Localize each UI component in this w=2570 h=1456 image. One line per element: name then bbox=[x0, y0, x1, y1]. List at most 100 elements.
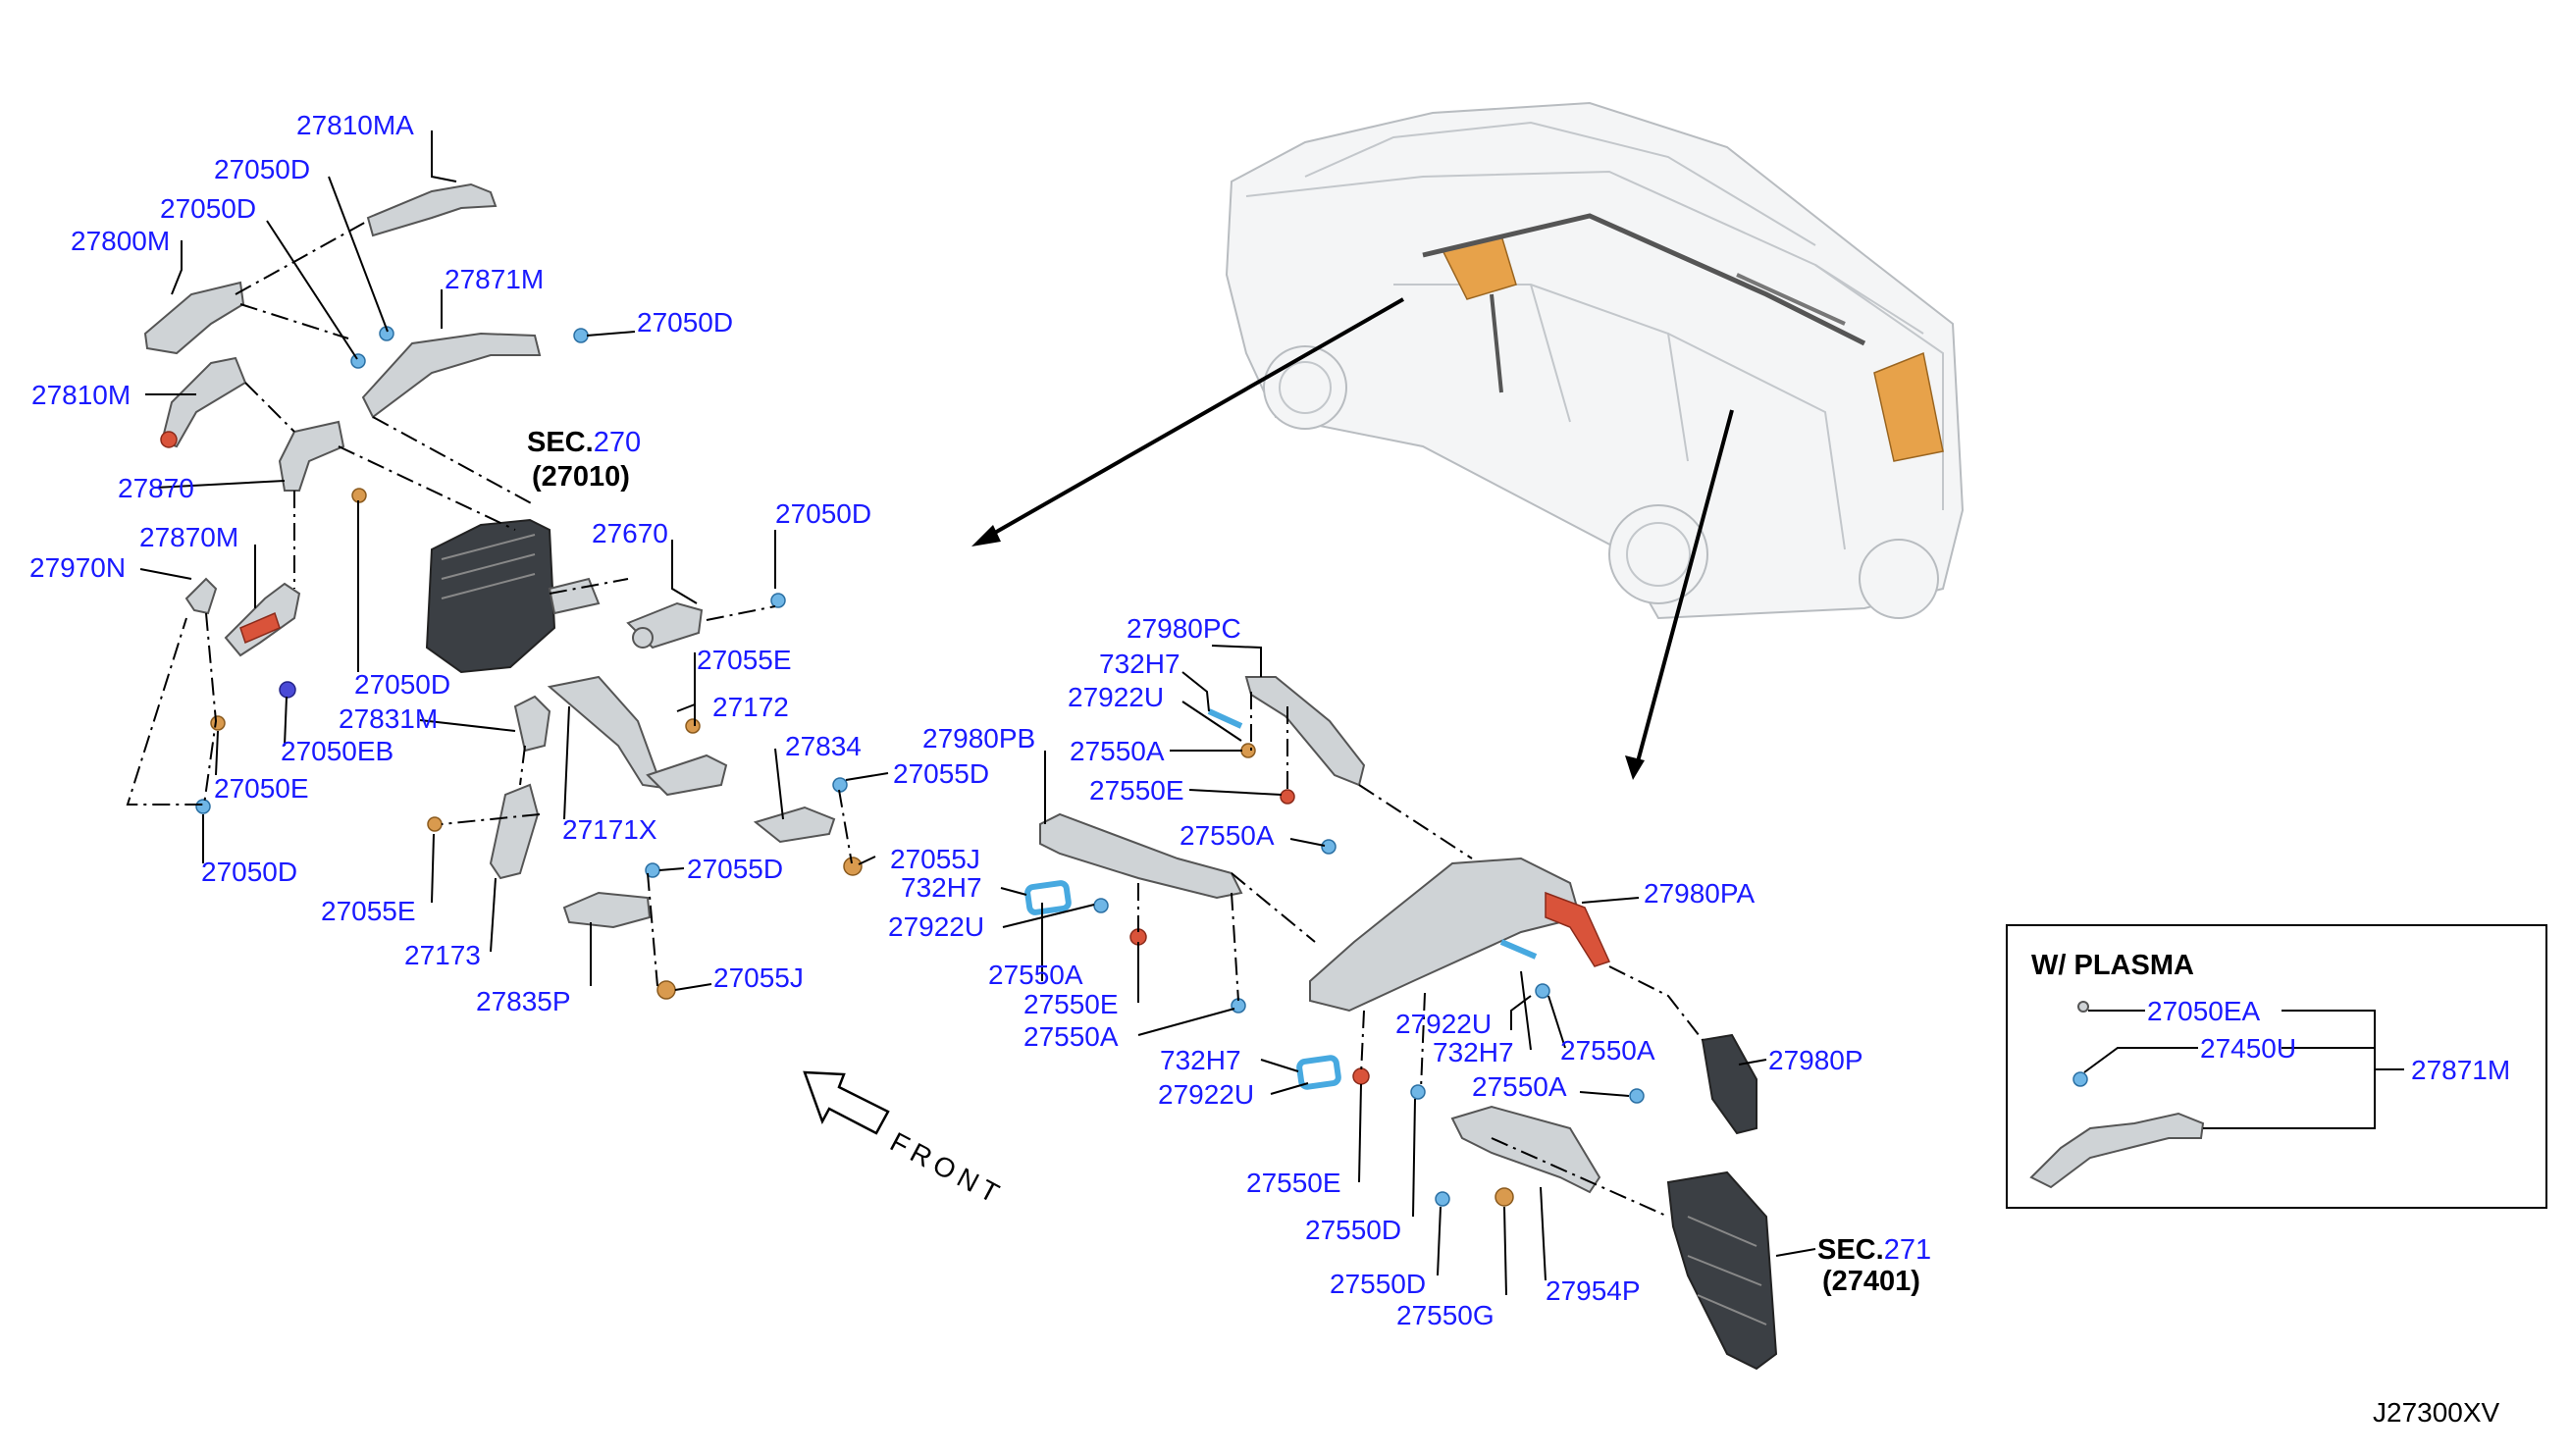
label-27835P[interactable]: 27835P bbox=[476, 986, 571, 1016]
part-duct-27172 bbox=[646, 754, 728, 797]
section-label-271: SEC.271 (27401) bbox=[1817, 1234, 1931, 1297]
label-27970N[interactable]: 27970N bbox=[29, 552, 126, 583]
label-27810MA[interactable]: 27810MA bbox=[296, 110, 414, 140]
part-duct-27834 bbox=[753, 806, 836, 844]
part-duct-27980PA bbox=[1309, 857, 1611, 1013]
label-27171X[interactable]: 27171X bbox=[562, 814, 657, 845]
clips-left bbox=[195, 326, 863, 1000]
inset-label-27871M: 27871M bbox=[2411, 1055, 2510, 1085]
part-labels: 27810MA 27050D 27050D 27800M 27871M 2705… bbox=[29, 110, 1863, 1330]
label-27670[interactable]: 27670 bbox=[592, 518, 668, 548]
label-27550A-a[interactable]: 27550A bbox=[1070, 736, 1165, 766]
label-27550E-a[interactable]: 27550E bbox=[1089, 775, 1184, 806]
label-27831M[interactable]: 27831M bbox=[339, 703, 438, 734]
front-label: FRONT bbox=[885, 1126, 1009, 1212]
label-27550D-b[interactable]: 27550D bbox=[1330, 1269, 1426, 1299]
assembly-lines bbox=[126, 220, 1704, 1218]
label-27050D-d[interactable]: 27050D bbox=[354, 669, 450, 700]
sec271-part: (27401) bbox=[1822, 1266, 1920, 1297]
part-duct-27980PB bbox=[1039, 812, 1243, 900]
part-duct-27954P bbox=[1450, 1105, 1601, 1194]
inset-label-27450U: 27450U bbox=[2200, 1033, 2296, 1064]
label-27055D-b[interactable]: 27055D bbox=[893, 758, 989, 789]
label-27050D-f[interactable]: 27050D bbox=[775, 498, 871, 529]
label-27055E-b[interactable]: 27055E bbox=[697, 645, 792, 675]
label-27810M[interactable]: 27810M bbox=[31, 380, 131, 410]
clips-right bbox=[1093, 743, 1645, 1207]
label-27980PB[interactable]: 27980PB bbox=[922, 723, 1035, 754]
label-732H7-a[interactable]: 732H7 bbox=[1099, 649, 1180, 679]
label-27980P[interactable]: 27980P bbox=[1768, 1045, 1863, 1075]
label-27550G[interactable]: 27550G bbox=[1396, 1300, 1495, 1330]
part-bracket-27800M bbox=[143, 281, 245, 355]
label-27550A-e[interactable]: 27550A bbox=[1560, 1035, 1655, 1066]
label-27870M[interactable]: 27870M bbox=[139, 522, 238, 552]
part-duct-27810M bbox=[160, 356, 247, 448]
label-27050D-a[interactable]: 27050D bbox=[214, 154, 310, 184]
label-27550E-b[interactable]: 27550E bbox=[1023, 989, 1119, 1019]
part-duct-27810MA bbox=[366, 182, 498, 237]
label-27980PA[interactable]: 27980PA bbox=[1644, 878, 1755, 909]
svg-text:SEC.271: SEC.271 bbox=[1817, 1234, 1931, 1266]
label-27173[interactable]: 27173 bbox=[404, 940, 481, 970]
callout-arrow-right bbox=[1625, 409, 1734, 780]
part-bracket-27970N bbox=[184, 577, 218, 615]
label-27550E-c[interactable]: 27550E bbox=[1246, 1168, 1341, 1198]
label-27922U-a[interactable]: 27922U bbox=[1068, 682, 1164, 712]
label-27550D-a[interactable]: 27550D bbox=[1305, 1215, 1401, 1245]
label-732H7-c[interactable]: 732H7 bbox=[1433, 1037, 1514, 1067]
label-27550A-c[interactable]: 27550A bbox=[988, 960, 1083, 990]
vehicle-illustration bbox=[1225, 101, 1965, 620]
label-27871M[interactable]: 27871M bbox=[445, 264, 544, 294]
part-duct-27870M bbox=[224, 582, 301, 657]
inset-label-27050EA: 27050EA bbox=[2147, 996, 2261, 1026]
label-27055J-a[interactable]: 27055J bbox=[713, 962, 804, 993]
label-732H7-b[interactable]: 732H7 bbox=[901, 872, 982, 903]
label-27550A-f[interactable]: 27550A bbox=[1472, 1071, 1567, 1102]
part-duct-27831M bbox=[513, 695, 551, 753]
sec271-prefix: SEC. bbox=[1817, 1234, 1884, 1266]
label-27050EB[interactable]: 27050EB bbox=[281, 736, 393, 766]
part-duct-27980PC bbox=[1244, 676, 1366, 787]
label-27922U-c[interactable]: 27922U bbox=[1395, 1009, 1492, 1039]
label-27550A-b[interactable]: 27550A bbox=[1180, 820, 1275, 851]
part-duct-27871M bbox=[361, 332, 542, 419]
sec271-number[interactable]: 271 bbox=[1884, 1234, 1931, 1266]
label-27954P[interactable]: 27954P bbox=[1546, 1275, 1641, 1306]
label-27050D-b[interactable]: 27050D bbox=[160, 193, 256, 224]
label-27922U-d[interactable]: 27922U bbox=[1158, 1079, 1254, 1110]
label-27870[interactable]: 27870 bbox=[118, 473, 194, 503]
part-heater-unit-27010 bbox=[425, 518, 601, 674]
leader-lines bbox=[139, 130, 1816, 1296]
inset-title: W/ PLASMA bbox=[2031, 950, 2194, 981]
part-duct-27173 bbox=[489, 783, 540, 880]
sec270-number[interactable]: 270 bbox=[594, 427, 641, 458]
part-duct-27835P bbox=[562, 891, 652, 929]
label-27050E[interactable]: 27050E bbox=[214, 773, 309, 804]
label-27055J-b[interactable]: 27055J bbox=[890, 844, 980, 874]
inset-w-plasma: W/ PLASMA 27050EA 27450U 27871M bbox=[2006, 924, 2547, 1209]
part-unit-27401 bbox=[1666, 1170, 1778, 1371]
label-27050D-c[interactable]: 27050D bbox=[637, 307, 733, 338]
callout-arrow-left bbox=[971, 297, 1404, 546]
sec270-part: (27010) bbox=[532, 461, 630, 493]
label-27980PC[interactable]: 27980PC bbox=[1127, 613, 1241, 644]
label-732H7-d[interactable]: 732H7 bbox=[1160, 1045, 1241, 1075]
diagram-code: J27300XV bbox=[2373, 1397, 2500, 1428]
label-27550A-d[interactable]: 27550A bbox=[1023, 1021, 1119, 1052]
seals-right bbox=[1024, 708, 1538, 1090]
label-27055E-a[interactable]: 27055E bbox=[321, 896, 416, 926]
label-27800M[interactable]: 27800M bbox=[71, 226, 170, 256]
svg-text:SEC.270: SEC.270 bbox=[527, 427, 641, 458]
front-direction-indicator: FRONT bbox=[803, 1070, 1009, 1212]
label-27055D-a[interactable]: 27055D bbox=[687, 854, 783, 884]
label-27172[interactable]: 27172 bbox=[712, 692, 789, 722]
label-27922U-b[interactable]: 27922U bbox=[888, 911, 984, 942]
part-duct-27870 bbox=[278, 420, 345, 492]
part-duct-27980P bbox=[1701, 1033, 1757, 1135]
label-27050D-e[interactable]: 27050D bbox=[201, 857, 297, 887]
part-valve-27670 bbox=[626, 601, 704, 650]
label-27834[interactable]: 27834 bbox=[785, 731, 862, 761]
sec270-prefix: SEC. bbox=[527, 427, 594, 458]
